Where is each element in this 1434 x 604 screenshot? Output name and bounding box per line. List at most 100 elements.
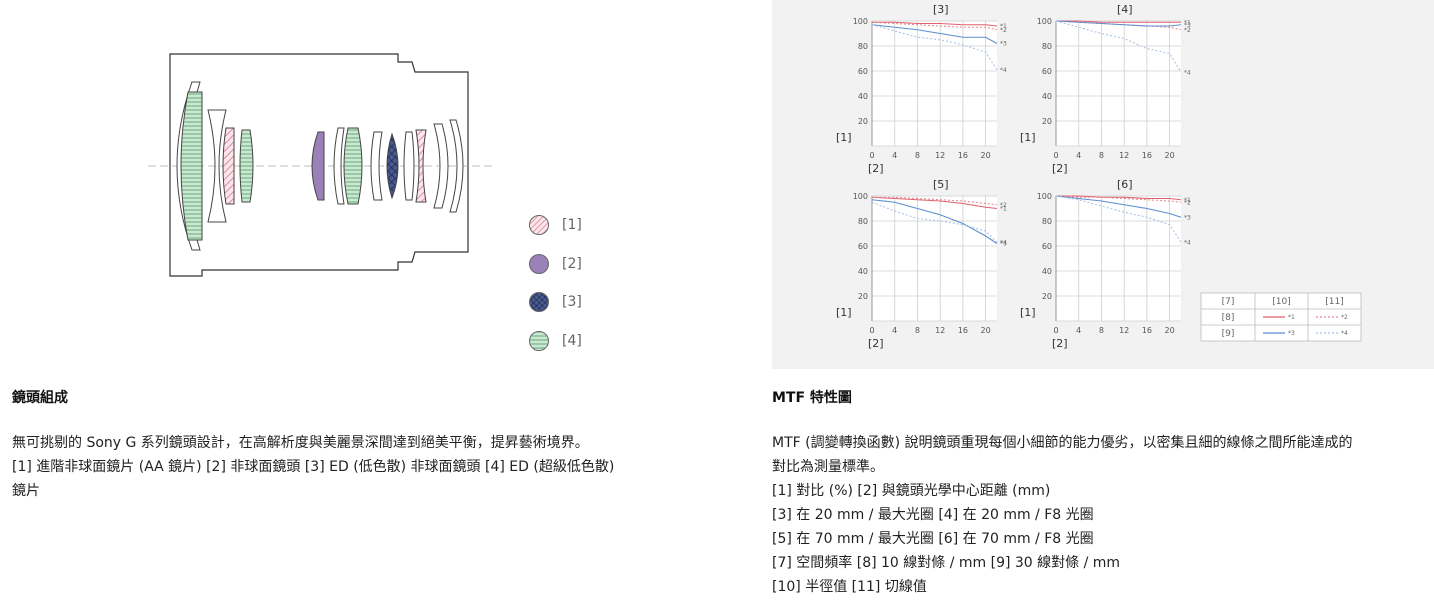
y-tick-label: 100 xyxy=(1037,17,1052,26)
y-tick-label: 100 xyxy=(853,192,868,201)
x-tick-label: 4 xyxy=(892,326,897,335)
y-tick-label: 20 xyxy=(858,292,868,301)
legend-table-header: [10] xyxy=(1272,297,1290,307)
mtf-desc-line: [1] 對比 (%) [2] 與鏡頭光學中心距離 (mm) xyxy=(772,483,1051,499)
series-line xyxy=(871,199,998,244)
x-tick-label: 20 xyxy=(1165,326,1175,335)
lens-element-5 xyxy=(403,131,415,201)
series-end-label: *2 xyxy=(1000,27,1007,34)
x-tick-label: 0 xyxy=(1053,326,1058,335)
y-tick-label: 100 xyxy=(853,17,868,26)
y-tick-label: 40 xyxy=(1042,92,1052,101)
legend-item-aspherical: [2] xyxy=(528,245,582,284)
y-tick-label: 60 xyxy=(858,67,868,76)
y-tick-label: 60 xyxy=(1042,242,1052,251)
series-end-label: *3 xyxy=(1000,41,1007,48)
legend-code: *3 xyxy=(1288,330,1295,337)
chart-plot-area xyxy=(872,21,997,146)
lens-desc-line-3: 鏡片 xyxy=(12,483,40,499)
x-tick-label: 16 xyxy=(1142,151,1152,160)
x-tick-label: 20 xyxy=(1165,151,1175,160)
chart-plot-area xyxy=(872,196,997,321)
x-axis-label: [2] xyxy=(1052,337,1068,350)
lens-element-4 xyxy=(370,131,383,201)
y-tick-label: 80 xyxy=(858,217,868,226)
series-line xyxy=(871,21,998,31)
x-tick-label: 16 xyxy=(958,151,968,160)
y-tick-label: 80 xyxy=(1042,42,1052,51)
mtf-desc-line: [3] 在 20 mm / 最大光圈 [4] 在 20 mm / F8 光圈 xyxy=(772,507,1094,523)
ed-element-2 xyxy=(239,129,254,203)
lens-legend: [1] [2] [3] [4] xyxy=(528,206,582,360)
mtf-desc-line: 對比為測量標準。 xyxy=(772,459,884,475)
y-tick-label: 40 xyxy=(1042,267,1052,276)
legend-table-header: [11] xyxy=(1325,297,1343,307)
chart-plot-area xyxy=(1056,21,1181,146)
lens-element-3 xyxy=(333,127,345,205)
series-line xyxy=(871,24,998,71)
y-tick-label: 20 xyxy=(858,117,868,126)
legend-code: *1 xyxy=(1288,314,1295,321)
x-axis-label: [2] xyxy=(868,162,884,175)
series-end-label: *1 xyxy=(1184,19,1191,26)
y-tick-label: 40 xyxy=(858,267,868,276)
series-end-label: *4 xyxy=(1184,239,1191,246)
series-end-label: *1 xyxy=(1184,197,1191,204)
y-tick-label: 80 xyxy=(1042,217,1052,226)
aa-element-1 xyxy=(222,127,235,205)
navy-crosshatched-circle-icon xyxy=(529,292,549,313)
y-tick-label: 80 xyxy=(858,42,868,51)
chart-plot-area xyxy=(1056,196,1181,321)
series-end-label: *2 xyxy=(1184,199,1191,206)
chart-title: [6] xyxy=(1117,178,1133,191)
y-tick-label: 20 xyxy=(1042,292,1052,301)
x-tick-label: 8 xyxy=(915,326,920,335)
mtf-desc-line: [10] 半徑值 [11] 切線值 xyxy=(772,579,927,595)
series-line xyxy=(872,196,998,206)
legend-code: *4 xyxy=(1341,330,1348,337)
series-line xyxy=(871,196,998,210)
rear-element-2 xyxy=(449,119,464,213)
legend-label-2: [2] xyxy=(562,255,582,272)
series-end-label: *3 xyxy=(1184,214,1191,221)
series-end-label: *1 xyxy=(1000,206,1007,213)
legend-item-aa: [1] xyxy=(528,206,582,245)
x-tick-label: 20 xyxy=(981,151,991,160)
legend-item-super-ed: [4] xyxy=(528,322,582,361)
mtf-desc-line: [7] 空間頻率 [8] 10 線對條 / mm [9] 30 線對條 / mm xyxy=(772,555,1121,571)
x-tick-label: 16 xyxy=(1142,326,1152,335)
series-line xyxy=(1055,195,1182,243)
x-tick-label: 12 xyxy=(1119,326,1129,335)
ed-element-3 xyxy=(343,127,363,205)
legend-table-header: [7] xyxy=(1222,297,1235,307)
y-tick-label: 60 xyxy=(858,242,868,251)
x-tick-label: 12 xyxy=(935,151,945,160)
y-axis-label: [1] xyxy=(1020,306,1036,319)
y-axis-label: [1] xyxy=(836,131,852,144)
mtf-desc-line: [5] 在 70 mm / 最大光圈 [6] 在 70 mm / F8 光圈 xyxy=(772,531,1094,547)
aspherical-element xyxy=(311,131,325,201)
mtf-description: MTF (調變轉換函數) 說明鏡頭重現每個小細節的能力優劣，以密集且細的線條之間… xyxy=(772,431,1434,599)
x-tick-label: 8 xyxy=(1099,151,1104,160)
y-tick-label: 60 xyxy=(1042,67,1052,76)
x-tick-label: 12 xyxy=(1119,151,1129,160)
series-end-label: *3 xyxy=(1184,22,1191,29)
legend-label-3: [3] xyxy=(562,294,582,311)
y-tick-label: 20 xyxy=(1042,117,1052,126)
x-tick-label: 4 xyxy=(892,151,897,160)
legend-code: *2 xyxy=(1341,314,1348,321)
series-end-label: *4 xyxy=(1184,69,1191,76)
y-tick-label: 100 xyxy=(1037,192,1052,201)
series-end-label: *2 xyxy=(1184,27,1191,34)
series-line xyxy=(871,24,998,44)
legend-table-row-label: [9] xyxy=(1222,329,1235,339)
x-tick-label: 20 xyxy=(981,326,991,335)
x-tick-label: 0 xyxy=(869,151,874,160)
series-end-label: *2 xyxy=(1000,202,1007,209)
lens-construction-panel: [1] [2] [3] [4] 鏡頭組成 無可挑剔的 Sony G 系列鏡頭設計… xyxy=(0,0,716,604)
series-line xyxy=(1056,20,1181,23)
series-line xyxy=(1056,195,1182,201)
